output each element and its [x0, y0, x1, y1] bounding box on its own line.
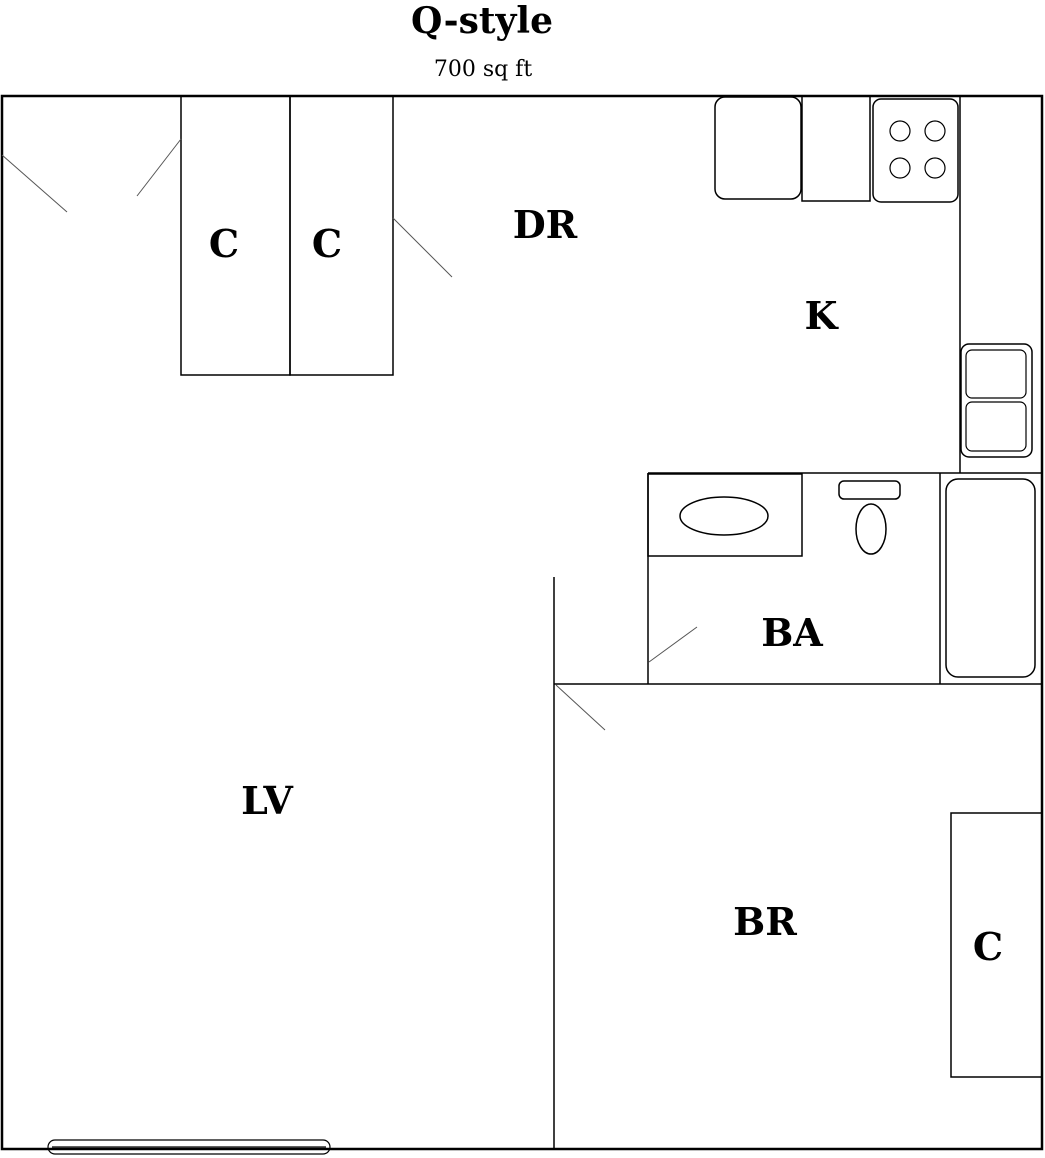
bedroom-label: BR	[733, 899, 797, 944]
closet-2-outline	[289, 95, 394, 376]
bathroom-label: BA	[761, 610, 823, 655]
plan-subtitle: 700 sq ft	[434, 57, 532, 82]
outer-wall	[0, 94, 1044, 1151]
dining-room-label: DR	[513, 202, 578, 247]
closet-2-label: C	[312, 221, 342, 266]
living-room-window	[47, 1139, 331, 1155]
stove	[872, 98, 959, 203]
kitchen-label: K	[804, 293, 839, 338]
burner-icon	[924, 120, 946, 142]
entry-door-swing	[1, 154, 68, 213]
burner-icon	[889, 157, 911, 179]
closet-2-door-swing	[392, 217, 453, 278]
closet-1-door-swing	[136, 138, 182, 197]
living-room-label: LV	[241, 778, 294, 823]
counter-segment	[801, 95, 871, 202]
refrigerator	[714, 96, 802, 200]
stove-outline	[872, 98, 959, 203]
sink-basin	[965, 401, 1027, 452]
door-swings	[1, 138, 698, 731]
vanity	[647, 473, 803, 557]
burner-icon	[924, 157, 946, 179]
kitchen-fixtures	[714, 95, 1033, 473]
kitchen-sink	[960, 343, 1033, 458]
bathroom-walls	[647, 472, 1042, 684]
vanity-sink	[679, 496, 769, 536]
bathtub	[945, 478, 1036, 678]
burner-icon	[889, 120, 911, 142]
interior-walls	[553, 577, 1043, 1149]
toilet-tank	[838, 480, 901, 500]
sink-outer	[960, 343, 1033, 458]
top-closets	[180, 95, 394, 376]
bedroom-closet-label: C	[973, 924, 1003, 969]
bedroom-door-swing	[555, 684, 606, 731]
bedroom-closet-outline	[950, 812, 1043, 1078]
closet-1-label: C	[209, 221, 239, 266]
toilet-bowl	[855, 503, 887, 555]
bathroom-door-swing	[648, 626, 698, 663]
window-frame	[47, 1139, 331, 1155]
sink-basin	[965, 349, 1027, 399]
plan-title: Q-style	[411, 0, 553, 42]
